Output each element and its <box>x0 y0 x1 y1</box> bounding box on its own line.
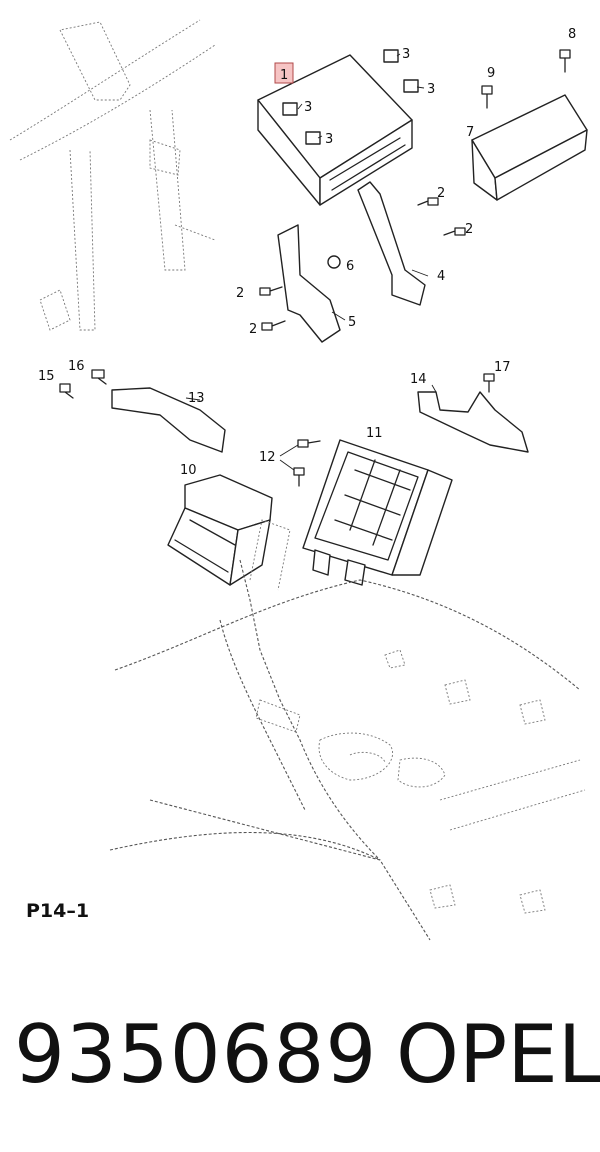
part-10-module <box>167 474 273 586</box>
callout-5: 5 <box>348 315 356 330</box>
callout-3: 3 <box>427 82 435 97</box>
callout-13: 13 <box>188 391 205 406</box>
callout-12: 12 <box>259 450 276 465</box>
part-5-bracket <box>277 224 341 343</box>
callout-3: 3 <box>325 132 333 147</box>
callout-1-highlight <box>274 62 294 84</box>
part-14-bracket <box>417 391 529 453</box>
callout-7: 7 <box>466 125 474 140</box>
callout-3: 3 <box>402 47 410 62</box>
part-8-bolt <box>559 49 571 73</box>
callout-10: 10 <box>180 463 197 478</box>
diagram-reference-code: P14–1 <box>26 900 90 922</box>
callout-2: 2 <box>249 322 257 337</box>
part-7-cover <box>471 94 588 201</box>
part-9-bolt <box>481 85 493 109</box>
part-13-bracket <box>111 387 226 453</box>
vehicle-floor-outline <box>109 519 586 941</box>
part-11-tray <box>302 439 453 586</box>
part-1-control-module <box>257 49 419 206</box>
callout-15: 15 <box>38 369 55 384</box>
callout-2: 2 <box>236 286 244 301</box>
brand-name: OPEL <box>396 1008 600 1101</box>
callout-11: 11 <box>366 426 383 441</box>
callout-14: 14 <box>410 372 427 387</box>
callout-16: 16 <box>68 359 85 374</box>
part-number: 9350689 <box>14 1008 378 1101</box>
callout-4: 4 <box>437 269 445 284</box>
part-6-nut <box>327 255 341 269</box>
part-2-screws <box>259 197 466 331</box>
body-frame-outline <box>9 19 216 331</box>
callout-17: 17 <box>494 360 511 375</box>
callout-2: 2 <box>437 186 445 201</box>
callout-leaders <box>185 53 437 471</box>
part-4-bracket <box>357 181 426 306</box>
part-15-16-bolts <box>59 369 107 399</box>
part-12-screws <box>293 439 321 487</box>
callout-3: 3 <box>304 100 312 115</box>
callout-1: 1 <box>280 68 288 83</box>
callout-2: 2 <box>465 222 473 237</box>
callout-9: 9 <box>487 66 495 81</box>
callout-6: 6 <box>346 259 354 274</box>
part-17-bolt <box>483 373 495 393</box>
callout-8: 8 <box>568 27 576 42</box>
